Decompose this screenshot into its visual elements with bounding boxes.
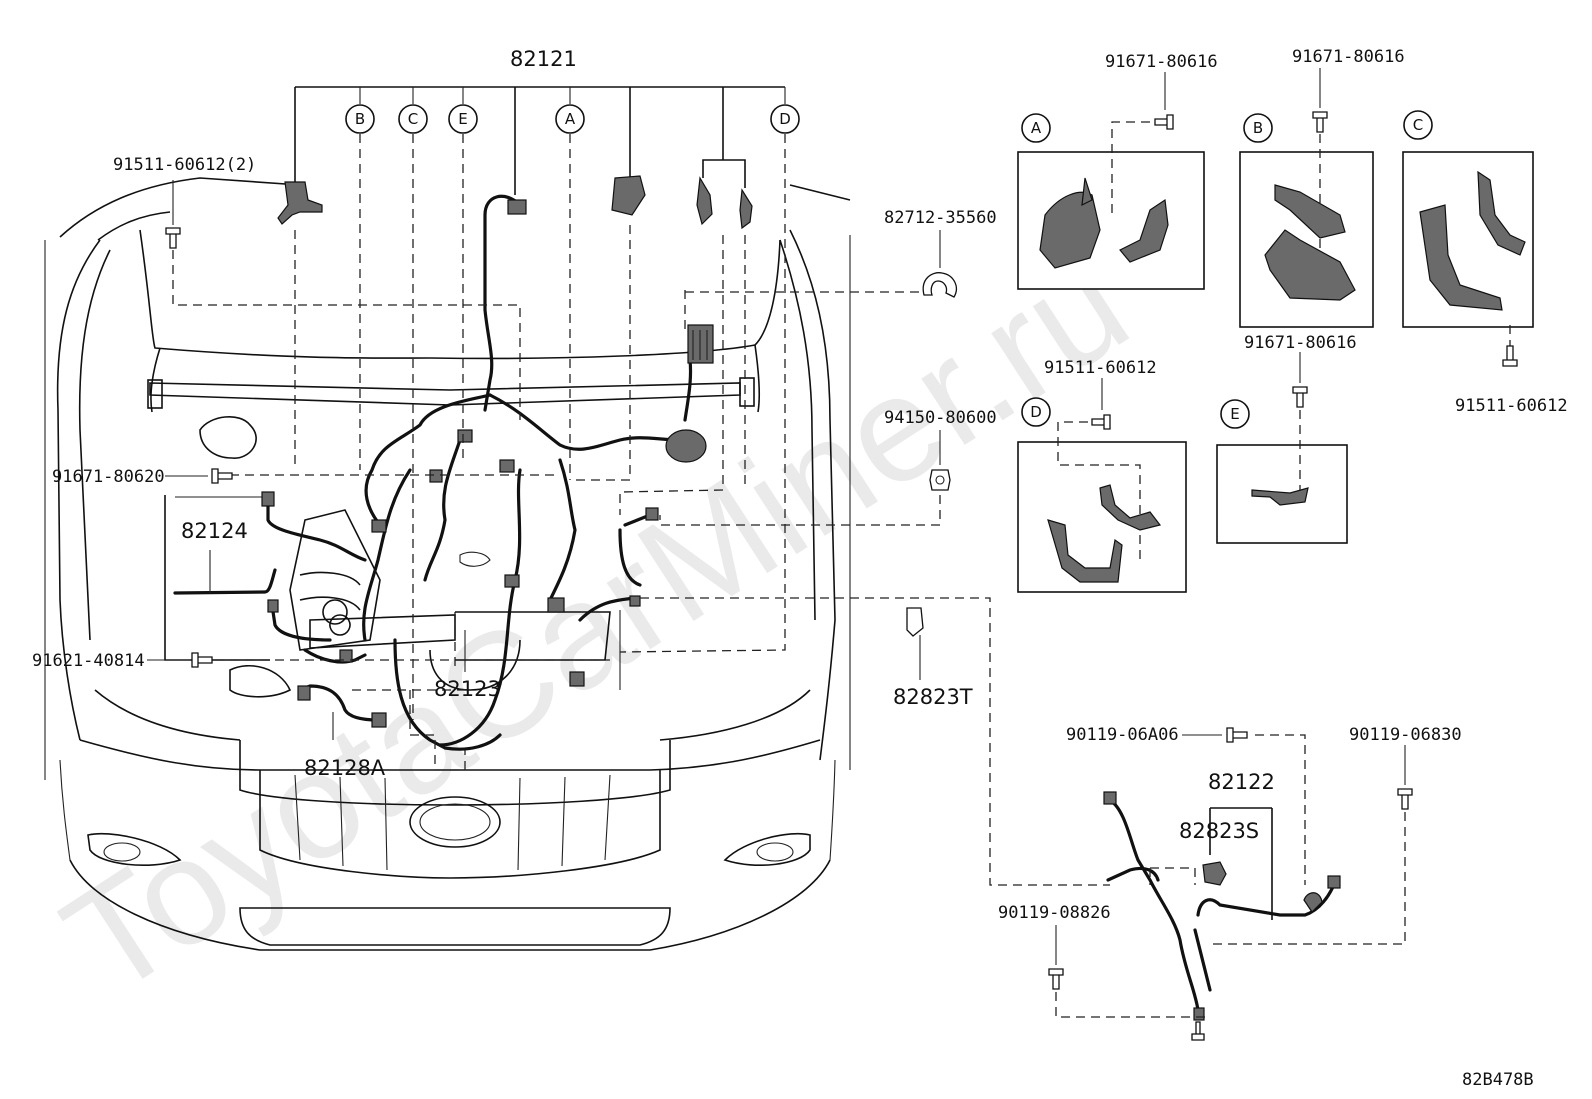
- label-91671-80616-b: 91671-80616: [1292, 47, 1405, 67]
- svg-text:B: B: [1253, 119, 1263, 137]
- nut-icon: [929, 469, 951, 491]
- vehicle-front-outline: [44, 177, 851, 951]
- detail-E: E 91671-80616: [1216, 333, 1357, 544]
- label-91511-60612-d: 91511-60612: [1044, 358, 1157, 378]
- svg-text:E: E: [1230, 405, 1239, 423]
- drawing-reference: 82B478B: [1462, 1070, 1534, 1090]
- svg-text:D: D: [779, 110, 791, 128]
- bolt-icon: [165, 227, 181, 249]
- label-82128A: 82128A: [304, 756, 386, 780]
- ref-circle-D: D: [770, 104, 800, 134]
- label-91671-80616-e: 91671-80616: [1244, 333, 1357, 353]
- clamp-icon: [922, 272, 957, 298]
- bolt-icon: [211, 468, 233, 484]
- ref-circle-A: A: [555, 104, 585, 134]
- engine-wire-harness: [173, 194, 714, 751]
- label-91671-80620: 91671-80620: [52, 467, 165, 487]
- label-90119-08826: 90119-08826: [998, 903, 1111, 923]
- label-82124: 82124: [181, 519, 248, 543]
- label-82823T: 82823T: [893, 685, 973, 709]
- detail-D: D 91511-60612: [1017, 358, 1187, 593]
- label-90119-06830: 90119-06830: [1349, 725, 1462, 745]
- svg-text:D: D: [1030, 403, 1042, 421]
- label-90119-06A06: 90119-06A06: [1066, 725, 1179, 745]
- connector-icon: [906, 607, 924, 637]
- detail-B: B 91671-80616: [1239, 47, 1405, 328]
- watermark: ToyotaCarMiner.ru: [36, 218, 1155, 1026]
- svg-text:A: A: [1031, 119, 1042, 137]
- ref-circle-E: E: [448, 104, 478, 134]
- detail-A: A 91671-80616: [1017, 52, 1218, 290]
- svg-text:C: C: [408, 110, 418, 128]
- harness-reference-circles: B C E A D: [345, 104, 800, 134]
- label-91511-60612-c: 91511-60612: [1455, 396, 1568, 416]
- harness-82121-leaders: [147, 86, 1110, 886]
- label-82122: 82122: [1208, 770, 1275, 794]
- bolt-icon: [191, 652, 213, 668]
- label-91671-80616-a: 91671-80616: [1105, 52, 1218, 72]
- main-view-fasteners: [165, 227, 957, 668]
- ref-circle-C: C: [398, 104, 428, 134]
- label-82121: 82121: [510, 47, 577, 71]
- label-82823S: 82823S: [1179, 819, 1259, 843]
- main-view-labels: 82121 91511-60612(2) 82712-35560 94150-8…: [32, 47, 997, 780]
- harness-82121-connectors: [277, 175, 753, 230]
- svg-text:E: E: [458, 110, 467, 128]
- wire-82122-assembly: 90119-06A06 90119-06830 82122 82823S 901…: [998, 725, 1462, 1041]
- label-82123: 82123: [434, 677, 501, 701]
- detail-C: C 91511-60612: [1402, 110, 1568, 416]
- svg-text:A: A: [565, 110, 576, 128]
- svg-text:B: B: [355, 110, 365, 128]
- label-94150-80600: 94150-80600: [884, 408, 997, 428]
- label-91511-60612-2: 91511-60612(2): [113, 155, 256, 175]
- ref-circle-B: B: [345, 104, 375, 134]
- label-82712-35560: 82712-35560: [884, 208, 997, 228]
- svg-text:C: C: [1413, 116, 1423, 134]
- label-91621-40814: 91621-40814: [32, 651, 145, 671]
